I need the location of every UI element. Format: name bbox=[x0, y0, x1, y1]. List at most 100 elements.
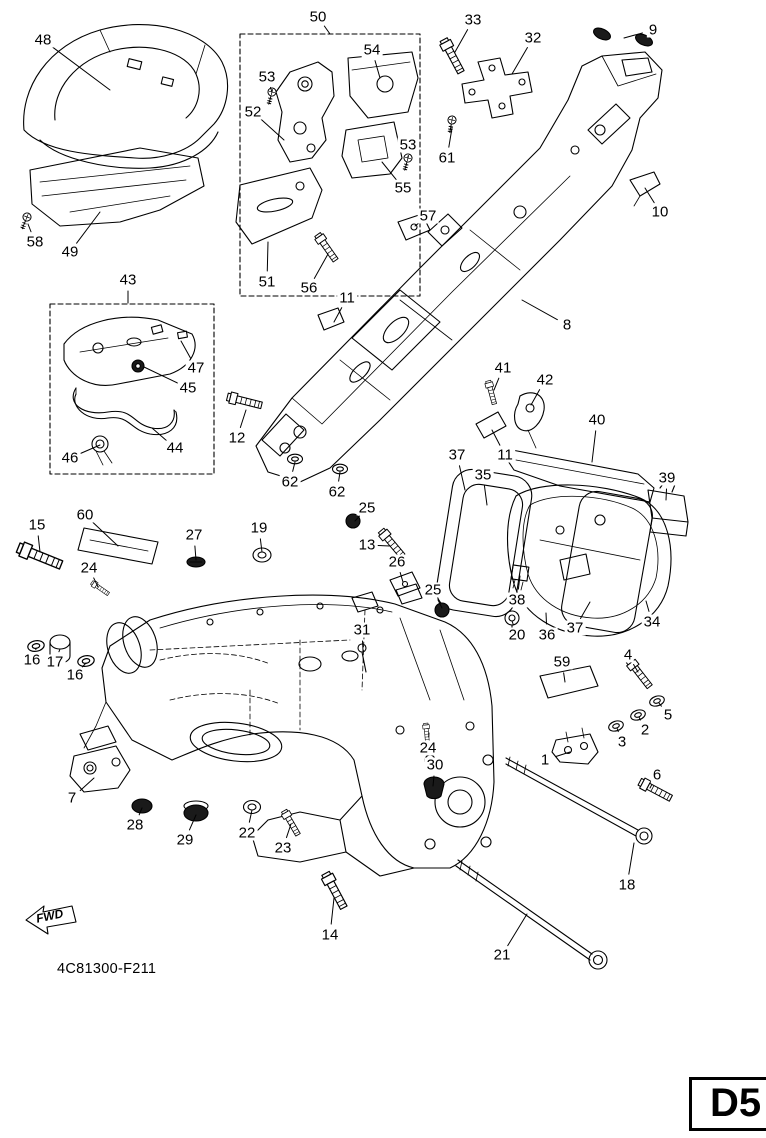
callout-8: 8 bbox=[560, 316, 574, 334]
gasket-37-right bbox=[561, 490, 653, 634]
callout-60: 60 bbox=[74, 506, 96, 524]
seal-35 bbox=[448, 483, 524, 607]
bracket-55 bbox=[341, 121, 403, 179]
callout-18: 18 bbox=[616, 876, 638, 894]
callout-43: 43 bbox=[117, 271, 139, 289]
clamp-46 bbox=[91, 435, 113, 466]
bolt-14 bbox=[319, 869, 350, 912]
callout-61: 61 bbox=[436, 149, 458, 167]
hook-42 bbox=[513, 392, 545, 449]
callout-6: 6 bbox=[650, 766, 664, 784]
callout-46: 46 bbox=[59, 449, 81, 467]
callout-40: 40 bbox=[586, 411, 608, 429]
fwd-arrow bbox=[25, 905, 77, 935]
callout-16: 16 bbox=[21, 651, 43, 669]
cap-30 bbox=[423, 776, 445, 800]
callout-29: 29 bbox=[174, 831, 196, 849]
sticker-59 bbox=[539, 665, 599, 699]
callout-1: 1 bbox=[538, 751, 552, 769]
callout-35: 35 bbox=[472, 466, 494, 484]
grommet-28 bbox=[131, 798, 153, 814]
callout-49: 49 bbox=[59, 243, 81, 261]
callout-53: 53 bbox=[256, 68, 278, 86]
hinge-bracket-52 bbox=[275, 61, 335, 163]
end-caps-9 bbox=[593, 27, 653, 47]
callout-19: 19 bbox=[248, 519, 270, 537]
callout-41: 41 bbox=[492, 359, 514, 377]
bracket-11-upper bbox=[317, 307, 345, 331]
callout-44: 44 bbox=[164, 439, 186, 457]
bracket-26 bbox=[389, 571, 421, 597]
callout-38: 38 bbox=[506, 591, 528, 609]
callout-39: 39 bbox=[656, 469, 678, 487]
screw-58 bbox=[18, 211, 33, 231]
callout-13: 13 bbox=[356, 536, 378, 554]
callout-14: 14 bbox=[319, 926, 341, 944]
callout-leader-lines bbox=[27, 25, 668, 947]
assembly-box-43 bbox=[49, 303, 215, 475]
callout-34: 34 bbox=[641, 613, 663, 631]
page-reference-box: D5 bbox=[689, 1077, 766, 1131]
inner-fender-part-49 bbox=[29, 147, 205, 227]
bracket-11-lower bbox=[475, 411, 507, 439]
callout-62: 62 bbox=[279, 473, 301, 491]
rear-subframe-8 bbox=[255, 51, 663, 483]
callout-24: 24 bbox=[78, 559, 100, 577]
bolt-24-upper bbox=[89, 579, 111, 598]
side-cover-40 bbox=[505, 449, 655, 503]
washer-2 bbox=[628, 707, 648, 723]
engine-mount-tab-7 bbox=[69, 725, 131, 793]
grommet-29 bbox=[183, 800, 209, 822]
callout-42: 42 bbox=[534, 371, 556, 389]
callout-22: 22 bbox=[236, 824, 258, 842]
callout-56: 56 bbox=[298, 279, 320, 297]
bolt-56 bbox=[312, 231, 341, 264]
page-reference-label: D5 bbox=[710, 1081, 762, 1125]
callout-37: 37 bbox=[564, 619, 586, 637]
callout-58: 58 bbox=[24, 233, 46, 251]
rod-21 bbox=[455, 859, 608, 970]
hose-44 bbox=[72, 387, 178, 436]
plate-54 bbox=[347, 51, 419, 119]
callout-15: 15 bbox=[26, 516, 48, 534]
callout-32: 32 bbox=[522, 29, 544, 47]
callout-24: 24 bbox=[417, 739, 439, 757]
callout-25: 25 bbox=[356, 499, 378, 517]
callout-20: 20 bbox=[506, 626, 528, 644]
callout-25: 25 bbox=[422, 581, 444, 599]
stud-31 bbox=[357, 643, 367, 673]
heat-shield-45-47 bbox=[63, 316, 196, 386]
callout-11: 11 bbox=[337, 289, 357, 307]
callout-33: 33 bbox=[462, 11, 484, 29]
callout-31: 31 bbox=[351, 621, 373, 639]
callout-28: 28 bbox=[124, 816, 146, 834]
callout-21: 21 bbox=[491, 946, 513, 964]
nut-45 bbox=[131, 359, 145, 373]
callout-52: 52 bbox=[242, 103, 264, 121]
bracket-10 bbox=[629, 171, 661, 207]
callout-23: 23 bbox=[272, 839, 294, 857]
washer-3 bbox=[606, 718, 626, 734]
callout-5: 5 bbox=[661, 706, 675, 724]
callout-59: 59 bbox=[551, 653, 573, 671]
callout-4: 4 bbox=[621, 646, 635, 664]
callout-51: 51 bbox=[256, 273, 278, 291]
bolt-12 bbox=[225, 390, 264, 412]
cross-brace-32 bbox=[461, 57, 533, 119]
callout-3: 3 bbox=[615, 733, 629, 751]
plug-25-left bbox=[345, 513, 361, 529]
callout-10: 10 bbox=[649, 203, 671, 221]
callout-17: 17 bbox=[44, 653, 66, 671]
sticker-60 bbox=[77, 527, 159, 565]
callout-45: 45 bbox=[177, 379, 199, 397]
callout-62: 62 bbox=[326, 483, 348, 501]
callout-26: 26 bbox=[386, 553, 408, 571]
clip-27 bbox=[186, 556, 206, 568]
callout-2: 2 bbox=[638, 721, 652, 739]
diagram-code: 4C81300-F211 bbox=[57, 961, 157, 977]
callout-27: 27 bbox=[183, 526, 205, 544]
plug-25-right bbox=[434, 602, 450, 618]
callout-11: 11 bbox=[495, 446, 515, 464]
